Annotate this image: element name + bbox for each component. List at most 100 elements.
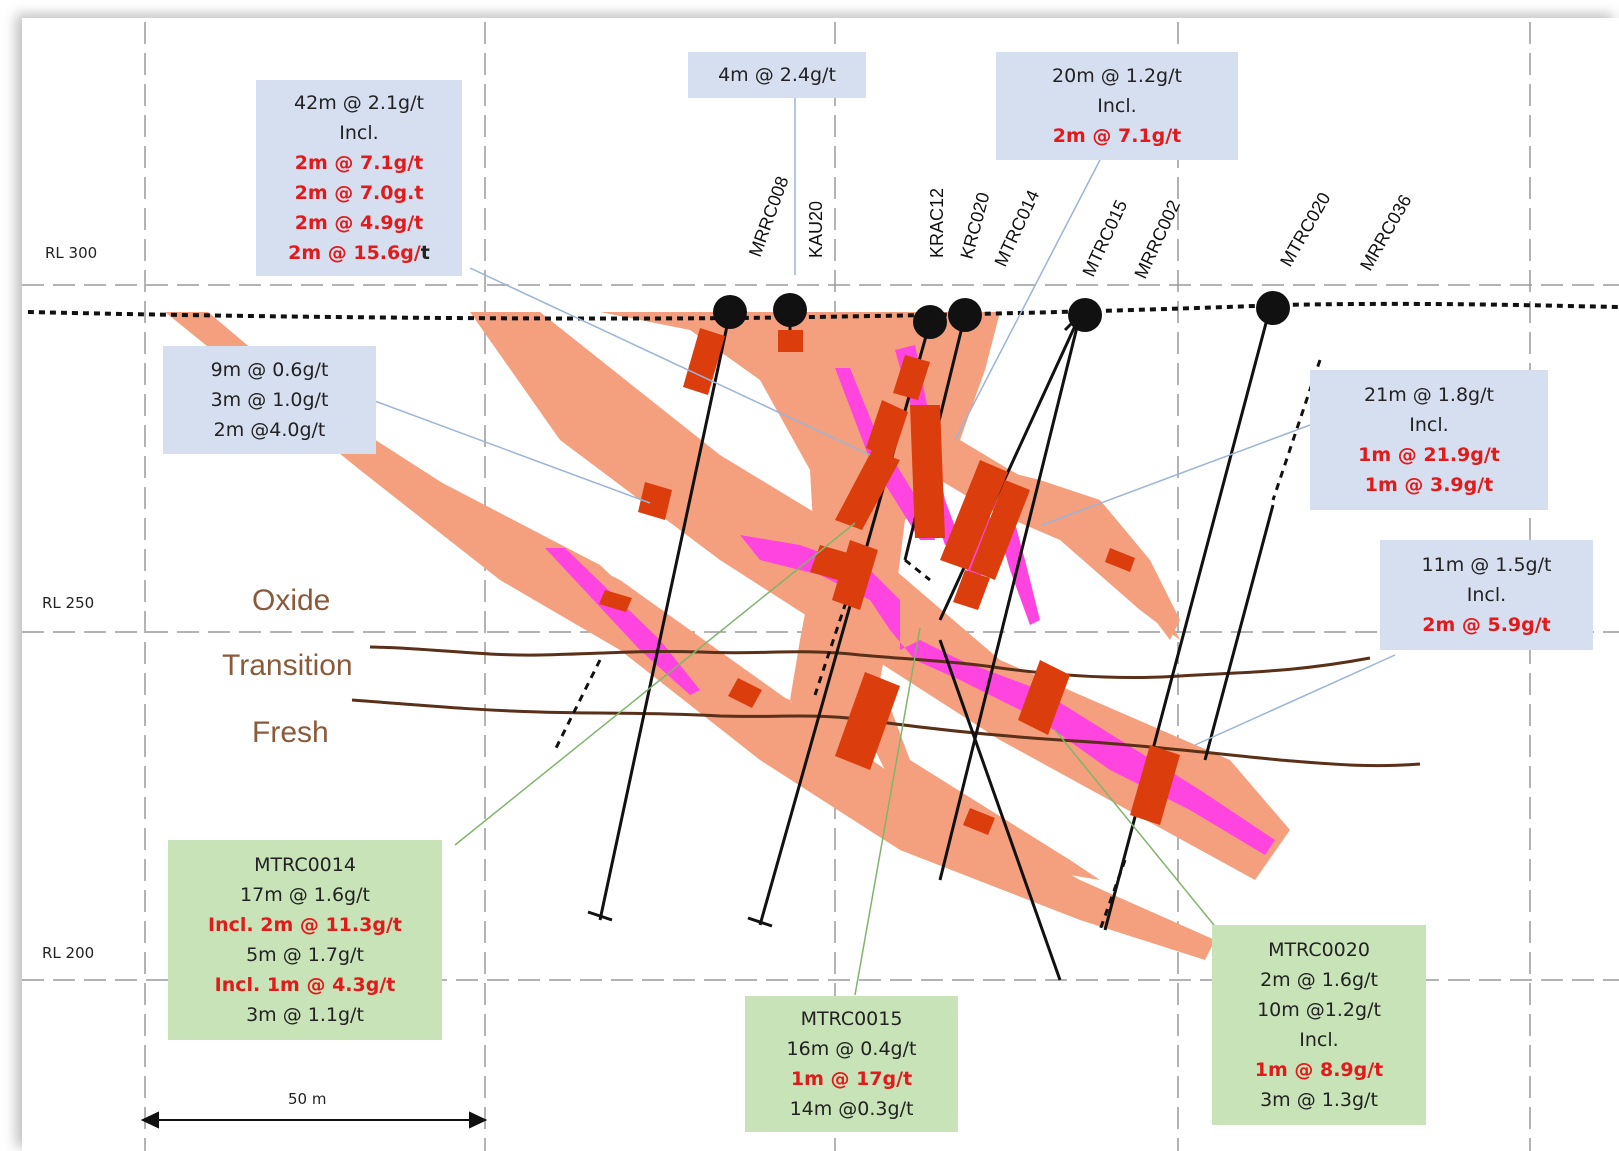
callout-MTRC0015-line3: 1m @ 17g/t [790, 1068, 913, 1090]
intercept-KRC020-1 [893, 355, 930, 400]
drillhole-MRRC002 [938, 639, 1062, 981]
drillhole-MRRC008 [598, 311, 732, 921]
callout-MTRC0014-line3: Incl. 2m @ 11.3g/t [208, 914, 402, 936]
intercept-MTRC015-1 [835, 672, 900, 770]
projection-MRRC036 [1271, 359, 1322, 501]
intercept-MTRC020-1 [1130, 745, 1180, 825]
callout-4m: 4m @ 2.4g/t [688, 52, 866, 98]
callout-11m-line1: 11m @ 1.5g/t [1421, 554, 1552, 576]
callout-MTRC0014: MTRC0014 17m @ 1.6g/t Incl. 2m @ 11.3g/t… [168, 840, 442, 1040]
drillhole-MRRC008-end-tick [587, 910, 613, 922]
callout-42m-line1: 42m @ 2.1g/t [294, 92, 424, 114]
callout-21m-line3: 1m @ 21.9g/t [1358, 444, 1500, 466]
callout-20m-line2: Incl. [1097, 95, 1137, 117]
hg-shoot-1 [545, 548, 700, 695]
drillhole-MTRC015 [938, 314, 1082, 881]
callout-MTRC0014-line5: Incl. 1m @ 4.3g/t [214, 974, 396, 996]
callout-21m-line1: 21m @ 1.8g/t [1364, 384, 1494, 406]
callout-9m: 9m @ 0.6g/t 3m @ 1.0g/t 2m @4.0g/t [163, 346, 376, 454]
hg-shoot-4 [740, 535, 1275, 855]
intercept-MTRC014-3 [953, 570, 990, 610]
intercept-MRRC008-top [683, 328, 725, 395]
drillhole-KRAC12-end-tick [747, 916, 773, 928]
collar-MRRC008 [713, 295, 747, 329]
leader-21m [1041, 424, 1311, 526]
intercept-KAU20 [778, 330, 803, 352]
hole-label-MTRC014: MTRC014 [990, 187, 1043, 270]
scale-bar [140, 1111, 488, 1129]
callout-MTRC0015: MTRC0015 16m @ 0.4g/t 1m @ 17g/t 14m @0.… [745, 996, 958, 1132]
significant-intercepts [599, 328, 1180, 835]
intercept-MRRC008-mid [638, 482, 672, 520]
callout-20m: 20m @ 1.2g/t Incl. 2m @ 7.1g/t [996, 52, 1238, 160]
hole-label-MTRC020: MTRC020 [1276, 189, 1334, 270]
callout-42m: 42m @ 2.1g/t Incl. 2m @ 7.1g/t 2m @ 7.0g… [256, 80, 462, 276]
projection-KRC020 [904, 558, 931, 582]
drillhole-MRRC036 [1203, 504, 1275, 761]
collar-MTRC020 [1256, 291, 1290, 325]
orebody-east-lens [1000, 470, 1180, 640]
callout-MTRC0020-line5: 1m @ 8.9g/t [1254, 1059, 1384, 1081]
drillhole-collars [713, 291, 1290, 339]
intercept-MRRC002 [963, 808, 995, 835]
hole-label-MRRC036: MRRC036 [1356, 191, 1415, 274]
zone-oxide-label: Oxide [252, 584, 330, 617]
rl-300-label: RL 300 [45, 244, 97, 262]
callout-9m-line1: 9m @ 0.6g/t [210, 359, 329, 381]
hole-label-KRAC12: KRAC12 [927, 188, 947, 258]
scale-arrow-left [140, 1111, 159, 1129]
zone-transition-label: Transition [222, 649, 353, 682]
callout-leaders [371, 95, 1396, 746]
callout-21m-line4: 1m @ 3.9g/t [1364, 474, 1494, 496]
callout-MTRC0020-line1: MTRC0020 [1268, 939, 1370, 961]
collar-KRC020 [948, 298, 982, 332]
hole-label-KAU20: KAU20 [806, 201, 826, 258]
callout-42m-line5: 2m @ 4.9g/t [294, 212, 424, 234]
hole-label-MRRC008: MRRC008 [745, 174, 793, 260]
callout-21m-line2: Incl. [1409, 414, 1449, 436]
collar-MTRC014-015 [1068, 298, 1102, 332]
callout-11m-line3: 2m @ 5.9g/t [1422, 614, 1551, 636]
drillhole-projections [553, 359, 1322, 931]
intercept-east [1105, 548, 1135, 572]
intercept-west-lens [599, 590, 632, 612]
intercept-MTRC014-2 [970, 480, 1030, 580]
callout-42m-line2: Incl. [339, 122, 379, 144]
callout-42m-line3: 2m @ 7.1g/t [294, 152, 424, 174]
callout-21m: 21m @ 1.8g/t Incl. 1m @ 21.9g/t 1m @ 3.9… [1310, 370, 1548, 510]
leader-MTRC0020 [1054, 729, 1219, 931]
hole-label-KRC020: KRC020 [957, 190, 994, 261]
collar-KAU20 [773, 293, 807, 327]
callout-11m-line2: Incl. [1466, 584, 1507, 606]
callout-MTRC0020-line6: 3m @ 1.3g/t [1260, 1089, 1378, 1111]
drillhole-MTRC014 [938, 314, 1082, 621]
leader-9m [371, 399, 651, 504]
callout-9m-line2: 3m @ 1.0g/t [210, 389, 329, 411]
callout-42m-line4: 2m @ 7.0g.t [294, 182, 424, 204]
callout-9m-line3: 2m @4.0g/t [213, 419, 326, 441]
intercept-KRC020-2 [910, 405, 945, 538]
leader-MTRC0014 [454, 522, 856, 846]
intercept-MTRC015-2 [1018, 660, 1070, 735]
intercept-KRAC12-4 [832, 540, 878, 610]
intercept-KRAC12-2 [866, 400, 908, 460]
callout-MTRC0015-line2: 16m @ 0.4g/t [786, 1038, 917, 1060]
callout-42m-line6: 2m @ 15.6g/t [288, 238, 430, 268]
intercept-lower-lens [728, 678, 762, 708]
zone-fresh-label: Fresh [252, 716, 329, 749]
intercept-KRAC12-3 [810, 545, 848, 580]
callout-MTRC0014-line2: 17m @ 1.6g/t [240, 884, 370, 906]
callout-MTRC0020-line2: 2m @ 1.6g/t [1260, 969, 1378, 991]
callout-20m-line1: 20m @ 1.2g/t [1052, 65, 1182, 87]
callout-MTRC0014-line4: 5m @ 1.7g/t [246, 944, 364, 966]
callout-MTRC0020: MTRC0020 2m @ 1.6g/t 10m @1.2g/t Incl. 1… [1212, 925, 1426, 1125]
scale-bar-label: 50 m [288, 1090, 327, 1108]
callout-MTRC0020-line3: 10m @1.2g/t [1257, 999, 1381, 1021]
leader-42m [469, 267, 871, 456]
oxide-transition-boundary [369, 645, 1371, 680]
collar-KRAC12 [913, 305, 947, 339]
projection-MRRC008 [553, 659, 602, 751]
rl-200-label: RL 200 [42, 944, 94, 962]
